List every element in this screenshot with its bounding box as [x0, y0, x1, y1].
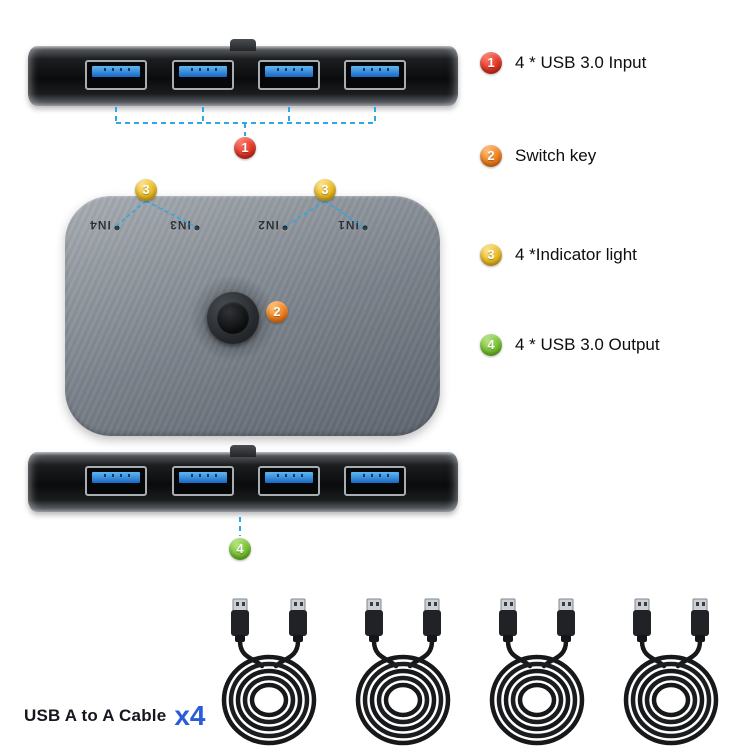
- usb-port: [172, 466, 234, 496]
- usb-port-tongue: [265, 66, 313, 77]
- switch-key-button: [217, 302, 249, 334]
- usb-port: [85, 466, 147, 496]
- cable-caption-label: USB A to A Cable: [24, 706, 167, 725]
- legend-item-indicator: 3 4 *Indicator light: [480, 244, 637, 266]
- callout-badge-switch: 2: [266, 301, 288, 323]
- callout-badge-input: 1: [234, 137, 256, 159]
- callout-badge-indicator-left: 3: [135, 179, 157, 201]
- legend-label-output: 4 * USB 3.0 Output: [515, 335, 660, 354]
- usb-output-ports-device: [28, 445, 458, 512]
- usb-a-to-a-cable: [202, 596, 336, 748]
- usb-port: [344, 60, 406, 90]
- usb-port-tongue: [179, 66, 227, 77]
- usb-port-tongue: [265, 472, 313, 483]
- port-label-in2: IN2: [257, 218, 279, 232]
- usb-port-tongue: [351, 472, 399, 483]
- legend-badge-2: 2: [480, 145, 502, 167]
- port-label-in4: IN4: [89, 218, 111, 232]
- indicator-light: [362, 225, 368, 231]
- indicator-light: [194, 225, 200, 231]
- switch-top-view: IN4 IN3 IN2 IN1: [65, 196, 440, 436]
- usb-port-tongue: [92, 472, 140, 483]
- legend-item-switch: 2 Switch key: [480, 145, 596, 167]
- usb-port: [172, 60, 234, 90]
- switch-key-tab: [230, 445, 256, 457]
- usb-port-tongue: [92, 66, 140, 77]
- legend-badge-3: 3: [480, 244, 502, 266]
- callout-badge-output: 4: [229, 538, 251, 560]
- usb-port: [85, 60, 147, 90]
- usb-port-tongue: [179, 472, 227, 483]
- legend-badge-4: 4: [480, 334, 502, 356]
- legend-item-output: 4 4 * USB 3.0 Output: [480, 334, 660, 356]
- usb-a-to-a-cable: [604, 596, 738, 748]
- usb-input-ports-device: [28, 39, 458, 106]
- usb-port: [258, 60, 320, 90]
- legend-label-switch: Switch key: [515, 146, 597, 165]
- usb-a-to-a-cable: [470, 596, 604, 748]
- indicator-light: [114, 225, 120, 231]
- callout-badge-indicator-right: 3: [314, 179, 336, 201]
- switch-key-tab: [230, 39, 256, 51]
- legend-label-input: 4 * USB 3.0 Input: [515, 53, 647, 72]
- usb-port: [344, 466, 406, 496]
- usb-a-to-a-cable: [336, 596, 470, 748]
- legend-item-input: 1 4 * USB 3.0 Input: [480, 52, 646, 74]
- cable-caption: USB A to A Cable x4: [24, 700, 206, 732]
- port-label-in1: IN1: [337, 218, 359, 232]
- usb-port-tongue: [351, 66, 399, 77]
- port-label-in3: IN3: [169, 218, 191, 232]
- cable-caption-count: x4: [174, 700, 206, 731]
- usb-port: [258, 466, 320, 496]
- legend-badge-1: 1: [480, 52, 502, 74]
- indicator-light: [282, 225, 288, 231]
- legend-label-indicator: 4 *Indicator light: [515, 245, 637, 264]
